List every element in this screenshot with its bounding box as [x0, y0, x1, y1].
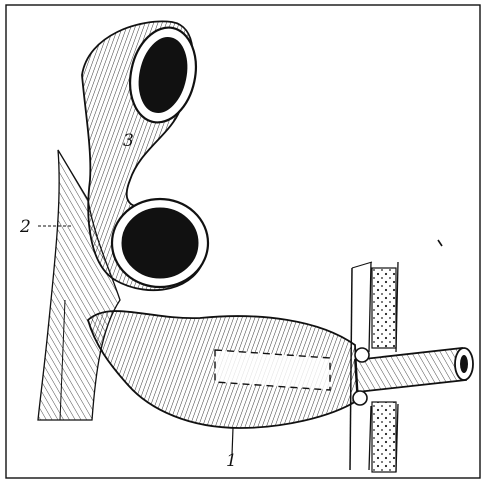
speck-mark — [438, 240, 442, 246]
drainage-tube — [353, 348, 473, 405]
anastomosed-bowel-segment — [88, 311, 358, 428]
label-3: 3 — [123, 131, 134, 151]
transverse-bowel-loop — [82, 21, 208, 290]
label-2: 2 — [19, 217, 31, 237]
label-1: 1 — [226, 451, 237, 471]
